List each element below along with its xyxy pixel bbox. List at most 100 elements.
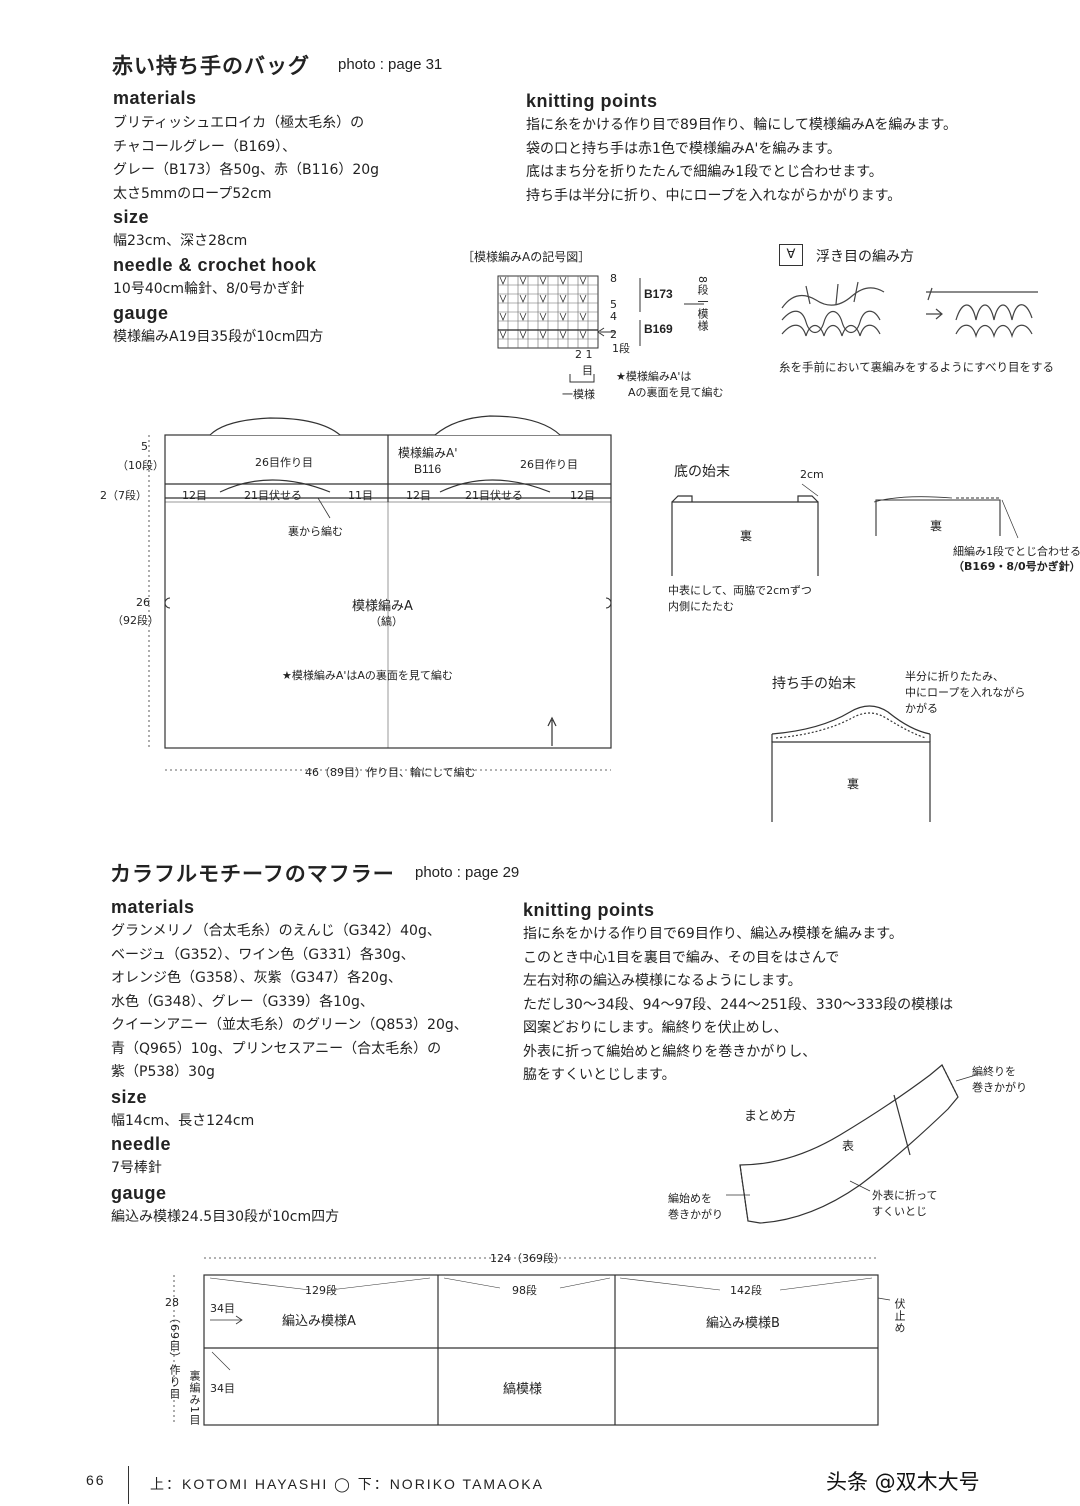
muffler-points-heading: knitting points bbox=[523, 900, 655, 920]
muffler-stripe: 縞模様 bbox=[503, 1382, 543, 1397]
assembly-title: まとめ方 bbox=[744, 1109, 797, 1124]
muffler-pattern-b: 編込み模様B bbox=[706, 1316, 780, 1331]
bag-stripe: （縞） bbox=[370, 615, 403, 628]
bag-bottom-dimension: 46（89目）作り目、輪にして編む bbox=[305, 766, 476, 779]
muffler-material-line: ベージュ（G352）、ワイン色（G331）各30g、 bbox=[111, 946, 415, 963]
assembly-start2: 巻きかがり bbox=[668, 1208, 723, 1221]
bag-back-note: 裏から編む bbox=[288, 525, 343, 538]
muffler-photo-ref: photo : page 29 bbox=[415, 864, 520, 881]
bag-diagram bbox=[148, 415, 612, 771]
muffler-gauge: 編込み模様24.5目30段が10cm四方 bbox=[111, 1209, 340, 1225]
muffler-materials: グランメリノ（合太毛糸）のえんじ（G342）40g、 ベージュ（G352）、ワイ… bbox=[111, 920, 468, 1085]
float-symbol-icon: ∀ bbox=[779, 244, 803, 266]
bag-needle: 10号40cm輪針、8/0号かぎ針 bbox=[113, 281, 305, 297]
handle-note2: 中にロープを入れながら bbox=[905, 686, 1026, 699]
bottom-sc-note2: （B169・8/0号かぎ針） bbox=[953, 560, 1080, 573]
bottom-finish-title: 底の始末 bbox=[674, 464, 730, 480]
bag-needle-heading: needle & crochet hook bbox=[113, 255, 317, 275]
muffler-material-line: 紫（P538）30g bbox=[111, 1064, 215, 1080]
muffler-title: カラフルモチーフのマフラー bbox=[110, 862, 395, 886]
muffler-diagram bbox=[173, 1257, 891, 1426]
chart-repeat-bracket bbox=[569, 374, 595, 383]
bag-materials-heading: materials bbox=[113, 88, 197, 108]
bag-note: ★模様編みA'はAの裏面を見て編む bbox=[282, 669, 453, 682]
assembly-end2: 巻きかがり bbox=[972, 1081, 1027, 1094]
bag-seg-11: 11目 bbox=[348, 489, 373, 502]
page-number: 66 bbox=[86, 1472, 106, 1488]
bag-seg-12c: 12目 bbox=[570, 489, 595, 502]
muffler-point-line: 指に糸をかける作り目で69目作り、編込み模様を編みます。 bbox=[523, 926, 903, 942]
float-caption: 糸を手前において裏編みをするようにすべり目をする bbox=[779, 360, 1054, 374]
bag-left-92rows: （92段） bbox=[112, 614, 159, 627]
muffler-needle: 7号棒針 bbox=[111, 1160, 162, 1176]
bag-top-5: 5 bbox=[141, 440, 148, 453]
muffler-ura1: 裏編み1目 bbox=[188, 1370, 201, 1426]
bag-photo-ref: photo : page 31 bbox=[338, 56, 443, 73]
bag-make26-right: 26目作り目 bbox=[520, 458, 578, 471]
muffler-point-line: 脇をすくいとじします。 bbox=[523, 1067, 676, 1083]
bag-size-heading: size bbox=[113, 207, 150, 227]
footer-credit: 上：KOTOMI HAYASHI ◯ 下：NORIKO TAMAOKA bbox=[150, 1476, 544, 1492]
bag-handle-pattern: 模様編みA' bbox=[398, 446, 458, 460]
bag-points: 指に糸をかける作り目で89目作り、輪にして模様編みAを編みます。 袋の口と持ち手… bbox=[526, 114, 957, 208]
muffler-point-line: 図案どおりにします。編終りを伏止めし、 bbox=[523, 1020, 788, 1036]
muffler-point-line: このとき中心1目を裏目で編み、その目をはさんで bbox=[523, 949, 840, 966]
muffler-total: 124（369段） bbox=[490, 1252, 565, 1265]
bottom-ura2: 裏 bbox=[930, 519, 943, 533]
assembly-omote: 表 bbox=[842, 1139, 855, 1153]
muffler-points: 指に糸をかける作り目で69目作り、編込み模様を編みます。 このとき中心1目を裏目… bbox=[523, 923, 953, 1088]
muffler-material-line: 水色（G348）、グレー（G339）各10g、 bbox=[111, 993, 374, 1010]
chart-col-numbers: 2 1 bbox=[575, 348, 593, 361]
bottom-note1: 中表にして、両脇で2cmずつ bbox=[668, 584, 812, 597]
footer-divider bbox=[128, 1466, 129, 1504]
muffler-rows-98: 98段 bbox=[512, 1284, 537, 1297]
chart-b169: B169 bbox=[644, 322, 673, 336]
muffler-point-line: 外表に折って編始めと編終りを巻きかがりし、 bbox=[523, 1043, 817, 1060]
bag-points-heading: knitting points bbox=[526, 91, 658, 111]
muffler-left-28: 28 bbox=[165, 1296, 179, 1309]
assembly-diagram bbox=[726, 1064, 977, 1224]
bag-material-line: グレー（B173）各50g、赤（B116）20g bbox=[113, 162, 380, 178]
bag-gauge: 模様編みA19目35段が10cm四方 bbox=[113, 329, 324, 345]
bag-left-2: 2（7段） bbox=[100, 489, 147, 502]
chart-side-label: 8段一模様 bbox=[696, 276, 709, 332]
bag-left-26: 26 bbox=[136, 596, 150, 609]
chart-note2: Aの裏面を見て編む bbox=[628, 386, 724, 399]
muffler-material-line: クイーンアニー（並太毛糸）のグリーン（Q853）20g、 bbox=[111, 1017, 468, 1033]
assembly-side1: 外表に折って bbox=[872, 1189, 938, 1202]
watermark: 头条 @双木大号 bbox=[826, 1470, 980, 1494]
row-label-8: 8 bbox=[610, 272, 617, 285]
bag-point-line: 袋の口と持ち手は赤1色で模様編みA'を編みます。 bbox=[526, 140, 841, 157]
row-label-1: 1段 bbox=[612, 342, 630, 355]
handle-note1: 半分に折りたたみ、 bbox=[905, 670, 1004, 683]
assembly-end1: 編終りを bbox=[972, 1065, 1016, 1078]
handle-finish-title: 持ち手の始末 bbox=[772, 676, 856, 692]
float-stitch-illustration bbox=[781, 281, 1038, 339]
symbol-chart-title: ［模様編みAの記号図］ bbox=[462, 250, 591, 264]
muffler-left-69: （69目）作り目 bbox=[168, 1312, 181, 1400]
bag-point-line: 持ち手は半分に折り、中にロープを入れながらかがります。 bbox=[526, 187, 902, 204]
bag-title: 赤い持ち手のバッグ bbox=[112, 54, 310, 78]
muffler-rows-129: 129段 bbox=[305, 1284, 337, 1297]
bottom-finish-diagram bbox=[671, 483, 819, 576]
bag-point-line: 底はまち分を折りたたんで細編み1段でとじ合わせます。 bbox=[526, 164, 883, 180]
muffler-materials-heading: materials bbox=[111, 897, 195, 917]
bag-material-line: ブリティッシュエロイカ（極太毛糸）の bbox=[113, 115, 365, 131]
bag-top-10rows: （10段） bbox=[117, 459, 164, 472]
bottom-ura: 裏 bbox=[740, 529, 753, 543]
chart-col-unit: 目 bbox=[582, 364, 593, 377]
assembly-side2: すくいとじ bbox=[872, 1205, 927, 1218]
muffler-point-line: 左右対称の編込み模様になるようにします。 bbox=[523, 973, 802, 989]
bag-seg-12b: 12目 bbox=[406, 489, 431, 502]
muffler-gauge-heading: gauge bbox=[111, 1183, 167, 1203]
bag-point-line: 指に糸をかける作り目で89目作り、輪にして模様編みAを編みます。 bbox=[526, 117, 958, 133]
row-label-4: 4 bbox=[610, 310, 617, 323]
bag-seg-21a: 21目伏せる bbox=[244, 489, 302, 502]
muffler-needle-heading: needle bbox=[111, 1134, 172, 1154]
symbol-chart-brackets bbox=[597, 278, 704, 346]
muffler-size-heading: size bbox=[111, 1087, 148, 1107]
assembly-start1: 編始めを bbox=[668, 1192, 712, 1205]
bag-gauge-heading: gauge bbox=[113, 303, 169, 323]
bag-seg-21b: 21目伏せる bbox=[465, 489, 523, 502]
bottom-2cm: 2cm bbox=[800, 468, 824, 481]
